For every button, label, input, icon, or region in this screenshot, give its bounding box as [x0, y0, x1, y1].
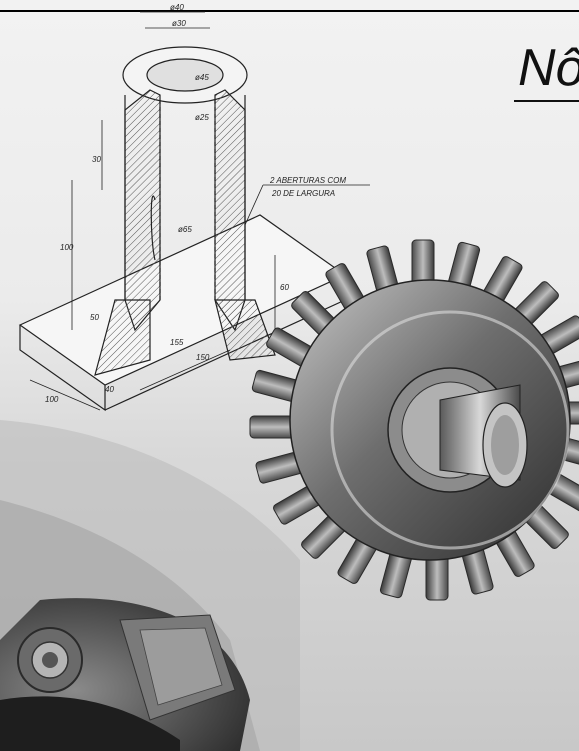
dim-label: ø30 — [172, 19, 186, 28]
dim-label: 30 — [92, 155, 101, 164]
dim-label: ø65 — [178, 225, 192, 234]
dim-label: 100 — [60, 243, 74, 252]
gear-illustration — [249, 239, 579, 601]
dim-label: 150 — [196, 353, 210, 362]
dim-label: ø25 — [195, 113, 209, 122]
dim-label: 100 — [45, 395, 59, 404]
technical-drawing — [18, 11, 370, 412]
dim-label: 60 — [280, 283, 289, 292]
drawing-dimension-labels: ø40 ø30 ø45 ø65 ø25 100 150 60 30 50 155… — [45, 3, 346, 404]
page-title: Nô — [518, 39, 579, 97]
dim-label: ø40 — [170, 3, 184, 12]
title-underline — [514, 100, 579, 102]
dim-label: 40 — [105, 385, 114, 394]
drawing-note: 20 DE LARGURA — [271, 189, 335, 198]
drawing-note: 2 ABERTURAS COM — [269, 176, 346, 185]
top-rule-line — [0, 10, 579, 12]
dim-label: 155 — [170, 338, 184, 347]
dim-label: 50 — [90, 313, 99, 322]
dim-label: ø45 — [195, 73, 209, 82]
machine-background — [0, 420, 300, 751]
